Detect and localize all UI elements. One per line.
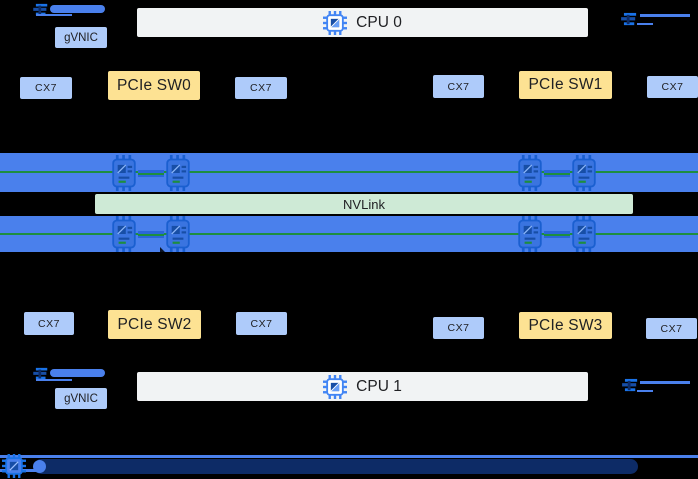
pcie-sw3-box: PCIe SW3 (519, 312, 612, 339)
pcie-sw0-box: PCIe SW0 (108, 71, 200, 100)
gpu-chip-icon (166, 155, 190, 191)
pcie-sw0-label: PCIe SW0 (117, 76, 191, 94)
nvlink-line (0, 233, 698, 235)
mouse-cursor (159, 247, 168, 258)
cpu0-box: CPU 0 (137, 8, 588, 37)
cpu0-label: CPU 0 (356, 13, 402, 31)
network-link-line (36, 379, 72, 381)
pcie-sw3-label: PCIe SW3 (528, 316, 603, 334)
network-backbone-line (0, 455, 698, 458)
gpu-chip-icon (572, 216, 596, 252)
cpu1-box: CPU 1 (137, 372, 588, 401)
gpu-pair (110, 155, 192, 191)
gpu-pair (110, 216, 192, 252)
cx7-label: CX7 (35, 82, 57, 94)
network-backbone-bar (34, 459, 638, 474)
network-link-line (50, 369, 105, 377)
gpu-chip-icon (166, 216, 190, 252)
cx7-box: CX7 (235, 77, 287, 99)
pcie-sw1-box: PCIe SW1 (519, 71, 612, 99)
cx7-box: CX7 (433, 75, 484, 98)
nic-port-icon (621, 12, 640, 27)
cx7-label: CX7 (660, 322, 683, 335)
gpu-link (138, 230, 164, 238)
nic-port-icon (33, 3, 51, 17)
pcie-sw2-label: PCIe SW2 (117, 315, 192, 333)
cx7-label: CX7 (447, 322, 470, 334)
nvlink-bar: NVLink (95, 194, 633, 214)
cx7-box: CX7 (236, 312, 287, 335)
gpu-chip-icon (518, 155, 542, 191)
gpu-chip-icon (112, 216, 136, 252)
gpu-chip-icon (112, 155, 136, 191)
network-link-line (36, 14, 72, 16)
gvnic-label: gVNIC (64, 31, 98, 44)
network-link-line (640, 14, 690, 17)
cpu-chip-icon (323, 374, 348, 399)
network-link-line (640, 381, 690, 384)
cpu1-label: CPU 1 (356, 377, 402, 395)
gpu-link (138, 169, 164, 177)
nic-port-icon (622, 378, 641, 393)
cx7-label: CX7 (38, 317, 60, 330)
cx7-box: CX7 (433, 317, 484, 339)
cx7-box: CX7 (646, 318, 697, 339)
network-link-line (637, 390, 653, 392)
gpu-link (544, 230, 570, 238)
network-link-line (637, 23, 653, 25)
gvnic-box: gVNIC (55, 388, 107, 409)
cx7-label: CX7 (250, 317, 273, 330)
network-chip-icon (1, 454, 27, 478)
cx7-label: CX7 (661, 81, 684, 93)
gpu-chip-icon (518, 216, 542, 252)
gvnic-label: gVNIC (64, 392, 98, 405)
gpu-pair (516, 155, 598, 191)
pcie-sw1-label: PCIe SW1 (528, 76, 603, 93)
gvnic-box: gVNIC (55, 27, 107, 48)
pcie-sw2-box: PCIe SW2 (108, 310, 201, 339)
cpu-chip-icon (323, 10, 348, 35)
network-link-line (50, 5, 105, 13)
nic-port-icon (33, 367, 51, 381)
cx7-box: CX7 (24, 312, 74, 335)
gpu-link (544, 169, 570, 177)
cx7-box: CX7 (20, 77, 72, 99)
cx7-box: CX7 (647, 76, 698, 98)
nvlink-line (0, 171, 698, 173)
gpu-chip-icon (572, 155, 596, 191)
gpu-pair (516, 216, 598, 252)
nvlink-label: NVLink (343, 196, 385, 212)
network-node-dot (33, 460, 46, 473)
cx7-label: CX7 (447, 80, 470, 93)
cx7-label: CX7 (250, 82, 272, 94)
